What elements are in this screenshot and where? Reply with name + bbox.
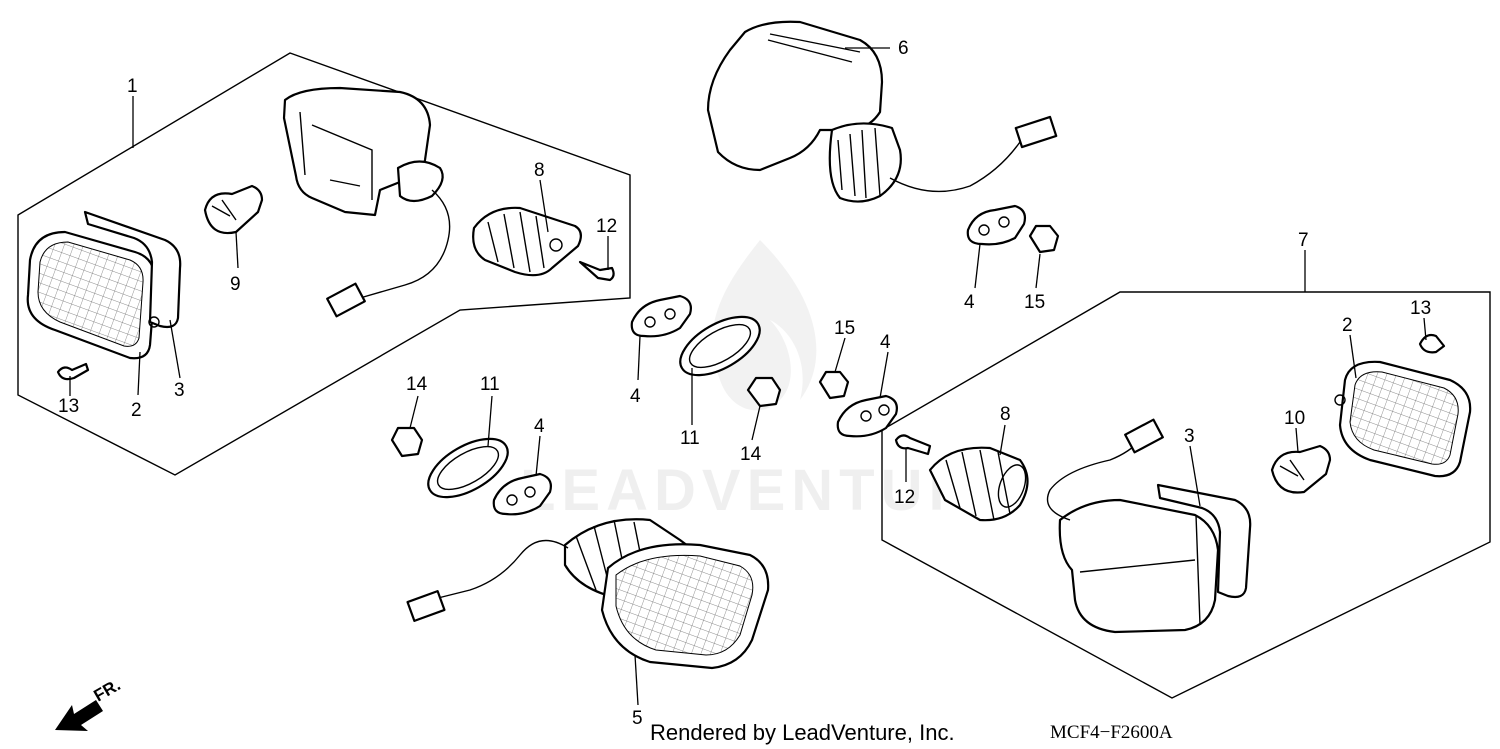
callout-13-left: 13 [58, 396, 79, 417]
winker-front-right [706, 20, 1058, 203]
gasket-ring-center [679, 315, 761, 377]
winker-housing-rear-right [1046, 418, 1220, 634]
screw-right [894, 434, 932, 456]
callout-4-center-left: 4 [630, 386, 641, 407]
grommet-bottom [492, 472, 552, 516]
callout-11-center: 11 [680, 428, 700, 449]
callout-5: 5 [632, 708, 643, 729]
callout-13-right: 13 [1410, 298, 1431, 319]
callout-labels: 1 2 3 9 8 12 13 6 4 15 7 2 13 10 3 8 12 … [58, 38, 1431, 729]
screw-left [578, 260, 615, 282]
callout-15-center: 15 [834, 318, 855, 339]
callout-2-right: 2 [1342, 315, 1353, 336]
gasket-front-left [83, 210, 182, 329]
assembly-outline-7 [881, 291, 1491, 699]
callout-11-bottom: 11 [480, 374, 500, 395]
leader-lines [69, 47, 1427, 706]
callout-10: 10 [1284, 408, 1305, 429]
callout-12-left: 12 [596, 216, 617, 237]
callout-4-bottom: 4 [534, 416, 545, 437]
callout-4-center-right: 4 [880, 332, 891, 353]
callout-15-top: 15 [1024, 292, 1045, 313]
winker-rear-left [406, 518, 770, 670]
gasket-ring-bottom [427, 437, 509, 499]
front-direction-indicator: FR. [55, 675, 124, 731]
grommet-center-right [836, 394, 898, 438]
callout-8-left: 8 [534, 160, 545, 181]
grommet-top [966, 204, 1027, 246]
callout-3-left: 3 [174, 380, 185, 401]
callout-14-center: 14 [740, 444, 762, 465]
winker-housing-front-left [282, 86, 451, 318]
rubber-boot-left [472, 206, 582, 277]
callout-12-right: 12 [894, 487, 915, 508]
callout-14-bottom: 14 [406, 374, 428, 395]
callout-1: 1 [127, 76, 138, 97]
bulb-front-left [203, 184, 264, 235]
callout-3-right: 3 [1184, 426, 1195, 447]
callout-8-right: 8 [1000, 404, 1011, 425]
nut-top [1028, 224, 1060, 254]
winker-lens-rear-right [1334, 360, 1472, 478]
screw-13-left [56, 362, 90, 381]
bulb-rear-right [1270, 444, 1332, 494]
front-direction-arrow-icon [55, 700, 103, 731]
footer-credit: Rendered by LeadVenture, Inc. [650, 720, 955, 745]
assembly-outline-1 [17, 52, 631, 476]
callout-9: 9 [230, 274, 241, 295]
nut-center [818, 370, 850, 400]
screw-13-right [1418, 333, 1446, 354]
callout-7: 7 [1298, 230, 1309, 251]
collar-bottom [390, 426, 424, 458]
gasket-rear-right [1156, 483, 1252, 599]
rubber-boot-right [928, 446, 1029, 522]
diagram-code: MCF4−F2600A [1050, 722, 1173, 743]
callout-4-top: 4 [964, 292, 975, 313]
callout-6: 6 [898, 38, 909, 59]
winker-lens-front-left [26, 230, 157, 360]
flame-logo-icon [712, 240, 817, 411]
grommet-center-left [630, 294, 692, 338]
callout-2-left: 2 [131, 400, 142, 421]
